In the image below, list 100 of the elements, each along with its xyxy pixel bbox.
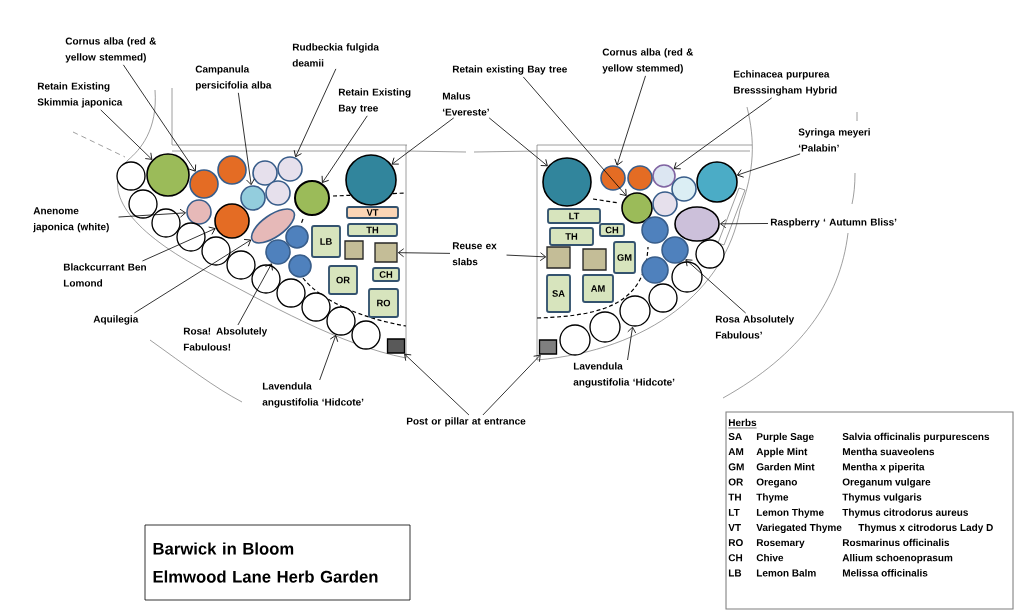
plant-circle <box>627 165 653 191</box>
leader-arrow <box>522 76 627 196</box>
plant-circle <box>345 154 397 206</box>
leader-arrow <box>391 117 455 165</box>
plant-circle <box>189 169 219 199</box>
key-common-name: Rosemary <box>756 539 805 549</box>
plant-circle <box>176 222 206 252</box>
leader-arrow <box>100 109 153 160</box>
plant-circle <box>214 203 250 239</box>
leader-arrow <box>506 252 547 262</box>
leader-arrow <box>488 117 548 167</box>
plant-circle <box>619 295 651 327</box>
plant-circle <box>542 157 592 207</box>
plant-circle <box>226 250 256 280</box>
callout-label: Rudbeckia fulgida deamii <box>292 43 379 67</box>
leader-arrow <box>319 335 339 381</box>
plant-circle <box>641 216 669 244</box>
plant-circle <box>351 320 381 350</box>
key-latin-name: Melissa officinalis <box>842 569 928 577</box>
plant-circle <box>326 306 356 336</box>
callout-label: Retain Existing Bay tree <box>338 88 411 114</box>
key-common-name: Purple Sage <box>756 432 814 443</box>
callout-label: Cornus alba (red & yellow stemmed) <box>602 48 694 74</box>
plant-circle <box>128 189 158 219</box>
plant-circle <box>652 191 678 217</box>
key-abbreviation: LT <box>728 508 740 516</box>
key-latin-name: Salvia officinalis purpurescens <box>842 432 990 443</box>
callout-label: Campanula persicifolia alba <box>195 65 272 91</box>
key-common-name: Lemon Thyme <box>756 508 824 518</box>
plant-circle <box>559 324 591 356</box>
leader-arrow <box>720 219 769 229</box>
plant-circle <box>276 278 306 308</box>
herb-box: GM <box>613 241 636 274</box>
plant-circle <box>240 185 266 211</box>
key-latin-name: Rosmarinus officinalis <box>842 538 950 547</box>
plant-circle <box>661 236 689 264</box>
key-common-name: Lemon Balm <box>756 569 816 577</box>
key-abbreviation: GM <box>728 463 744 471</box>
plant-circle <box>600 165 626 191</box>
key-common-name: Garden Mint <box>756 463 815 471</box>
callout-label: Rosa Absolutely Fabulous’ <box>715 315 795 339</box>
callout-label: Malus ‘Evereste’ <box>442 92 489 116</box>
plant-circle <box>151 208 181 238</box>
callout-label: Blackcurrant Ben Lomond <box>63 263 146 287</box>
key-abbreviation: CH <box>728 554 743 562</box>
plant-circle <box>648 283 678 313</box>
herb-box: AM <box>582 274 614 303</box>
key-abbreviation: TH <box>728 493 741 501</box>
herb-box: OR <box>328 265 358 295</box>
leader-arrow <box>122 64 197 172</box>
plant-circle <box>277 156 303 182</box>
plant-circle <box>252 160 278 186</box>
plant-circle <box>589 311 621 343</box>
callout-label: Syringa meyeri ‘Palabin’ <box>798 128 870 152</box>
key-abbreviation: AM <box>728 448 744 456</box>
key-common-name: Oregano <box>756 478 797 488</box>
key-common-name: Chive <box>756 553 784 562</box>
herb-box: TH <box>549 227 594 246</box>
key-latin-name: Mentha suaveolens <box>842 447 935 456</box>
plant-circle <box>671 176 697 202</box>
plant-circle <box>294 180 330 216</box>
leader-arrow <box>321 115 368 183</box>
leader-arrow <box>736 153 801 178</box>
key-latin-name: Thymus citrodorus aureus <box>842 508 968 518</box>
plant-circle <box>186 199 212 225</box>
plant-circle <box>116 161 146 191</box>
herb-box: VT <box>346 206 399 219</box>
herb-box: LT <box>547 208 601 224</box>
plant-circle <box>695 239 725 269</box>
herb-box: TH <box>347 223 398 237</box>
plant-circle <box>251 264 281 294</box>
callout-label: Anenome japonica (white) <box>33 207 109 233</box>
callout-label: Reuse ex slabs <box>452 242 497 266</box>
plant-circle <box>301 292 331 322</box>
callout-label: Post or pillar at entrance <box>406 417 526 427</box>
key-latin-name: Thymus vulgaris <box>842 493 922 503</box>
leader-arrow <box>142 226 216 262</box>
key-abbreviation: RO <box>728 539 743 547</box>
plant-circle <box>265 180 291 206</box>
callout-label: Lavendula angustifolia ‘Hidcote’ <box>262 382 364 408</box>
leader-arrow <box>237 263 273 326</box>
key-common-name: Thyme <box>756 493 789 503</box>
plant-circle <box>146 153 190 197</box>
plant-circle <box>696 161 738 203</box>
plant-ellipse <box>674 206 720 242</box>
leader-arrow <box>237 92 255 186</box>
plant-circle <box>641 256 669 284</box>
leader-arrow <box>482 354 541 416</box>
leader-arrow <box>133 239 252 314</box>
leader-arrow <box>397 248 451 258</box>
callout-label: Lavendula angustifolia ‘Hidcote’ <box>573 362 675 388</box>
leader-arrow <box>293 68 337 158</box>
plant-circle <box>671 261 703 293</box>
key-latin-name: Oreganum vulgare <box>842 478 931 488</box>
key-common-name: Apple Mint <box>756 447 808 458</box>
callout-label: Raspberry ‘ Autumn Bliss’ <box>770 218 897 228</box>
herb-box: CH <box>372 267 400 282</box>
key-common-name: Variegated Thyme <box>756 523 842 533</box>
slab-square <box>582 248 607 271</box>
key-latin-name: Mentha x piperita <box>842 463 925 473</box>
